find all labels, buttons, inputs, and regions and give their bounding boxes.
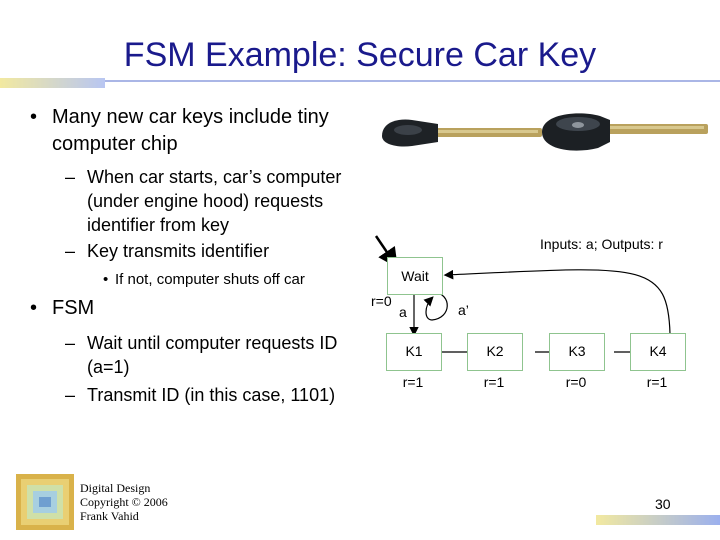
transition-a-label: a <box>399 304 407 320</box>
bullet-dot: • <box>103 271 109 288</box>
state-k3-name: K3 <box>568 343 586 359</box>
transition-a-not-label: a’ <box>458 302 469 318</box>
dash-marker: – <box>65 333 76 353</box>
state-k2-output: r=1 <box>483 374 505 390</box>
state-k1-output: r=1 <box>402 374 424 390</box>
state-k3: K3 <box>549 333 605 371</box>
state-k4-output: r=1 <box>646 374 668 390</box>
edge-wait-self-loop <box>423 291 448 321</box>
title-underline <box>105 80 720 82</box>
footer-credit: Digital Design Copyright © 2006 Frank Va… <box>80 481 168 523</box>
book-cover-logo <box>16 474 74 530</box>
state-k1: K1 <box>386 333 442 371</box>
car-key-right <box>542 113 708 151</box>
dash-marker: – <box>65 385 76 405</box>
sub-bullet-car-starts: – When car starts, car’s computer (under… <box>65 167 342 235</box>
sub-bullet-transmit-id: – Transmit ID (in this case, 1101) <box>65 385 336 405</box>
state-k2: K2 <box>467 333 523 371</box>
state-wait-name: Wait <box>401 268 429 284</box>
bullet-car-keys: • Many new car keys include tiny compute… <box>30 106 329 155</box>
car-keys-image <box>382 113 708 151</box>
footer-line-3: Frank Vahid <box>80 509 139 523</box>
car-key-left <box>382 119 542 147</box>
footer-line-2: Copyright © 2006 <box>80 495 168 509</box>
page-number: 30 <box>655 496 671 512</box>
dash-marker: – <box>65 167 76 187</box>
state-k2-name: K2 <box>486 343 504 359</box>
sub-bullet-wait-until: – Wait until computer requests ID (a=1) <box>65 333 338 377</box>
state-k3-output: r=0 <box>565 374 587 390</box>
footer-accent-bar <box>596 515 720 525</box>
bullet-dot: • <box>30 106 38 128</box>
slide-title: FSM Example: Secure Car Key <box>123 36 597 74</box>
state-wait: Wait <box>387 257 443 295</box>
io-label: Inputs: a; Outputs: r <box>540 236 663 252</box>
state-wait-output: r=0 <box>371 293 392 309</box>
footer-line-1: Digital Design <box>80 481 151 495</box>
sub-sub-bullet-shuts-off: • If not, computer shuts off car <box>103 271 305 288</box>
bullet-fsm: • FSM <box>30 295 252 322</box>
state-k4: K4 <box>630 333 686 371</box>
sub-bullet-key-transmits: – Key transmits identifier <box>65 241 270 261</box>
dash-marker: – <box>65 241 76 261</box>
title-accent-bar <box>0 78 105 88</box>
state-k4-name: K4 <box>649 343 667 359</box>
state-k1-name: K1 <box>405 343 423 359</box>
bullet-dot: • <box>30 297 38 319</box>
edge-k4-to-wait <box>443 269 671 335</box>
